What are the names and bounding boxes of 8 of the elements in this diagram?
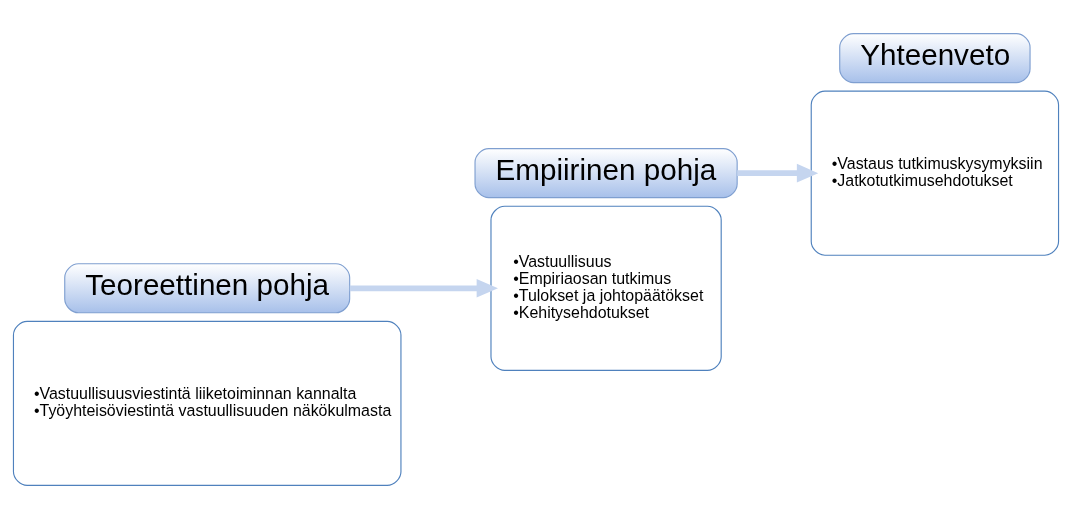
node-box: •Vastuullisuus •Empiriaosan tutkimus •Tulokset ja johtopäätökset •Kehitysehdotukset [490, 205, 722, 371]
arrow [737, 163, 819, 183]
arrow [349, 278, 498, 298]
node-box: Empiirinen pohja [474, 148, 738, 199]
node-box: Teoreettinen pohja [64, 263, 351, 314]
node-box: •Vastaus tutkimuskysymyksiin •Jatkotutkimusehdotukset [810, 90, 1060, 256]
node-box: •Vastuullisuusviestintä liiketoiminnan kannalta •Työyhteisöviestintä vastuullisuuden näkökulmasta [12, 320, 402, 486]
node-box: Yhteenveto [839, 33, 1031, 84]
